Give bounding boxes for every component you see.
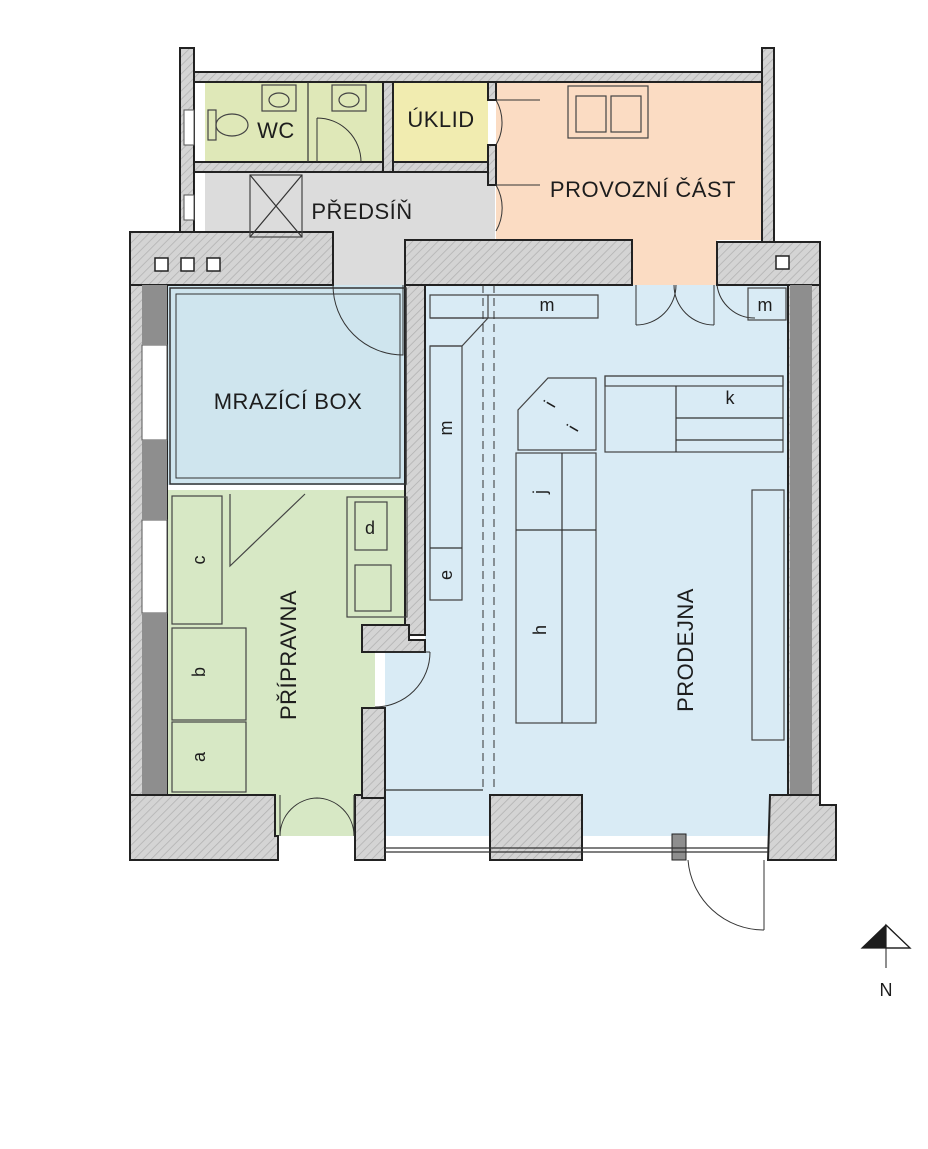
wall-bottom-right xyxy=(766,794,837,861)
door-pripravna-bottom xyxy=(279,795,355,837)
predsin-shaft xyxy=(249,174,303,238)
predsin-room-ext xyxy=(333,240,405,285)
label-c: c xyxy=(189,556,209,565)
wc-sink-2 xyxy=(338,92,360,108)
window-left-1 xyxy=(141,344,168,441)
mrazici-room xyxy=(167,285,409,485)
door-entrance xyxy=(687,859,765,931)
label-pripravna: PŘÍPRAVNA xyxy=(276,590,301,720)
island-jh xyxy=(515,452,597,724)
window-wc xyxy=(183,109,195,146)
kitchen-counter xyxy=(567,85,649,139)
wall-bottom-mid-left xyxy=(354,794,386,861)
fixture-d xyxy=(346,496,408,618)
vent-1 xyxy=(154,257,169,272)
label-mrazici: MRAZÍCÍ BOX xyxy=(214,389,363,414)
wall-bottom-center xyxy=(489,794,583,861)
display-k-inner xyxy=(604,375,784,387)
pillar-right xyxy=(790,285,812,795)
window-left-2 xyxy=(141,519,168,614)
wall-pripravna-corner xyxy=(361,624,426,653)
door-prodejna-double xyxy=(635,284,715,326)
door-uklid xyxy=(495,99,540,146)
counter-m-right xyxy=(747,287,787,321)
wall-uklid-prov xyxy=(487,81,497,101)
label-j: j xyxy=(530,490,550,495)
north-label: N xyxy=(880,980,893,1000)
label-prodejna: PRODEJNA xyxy=(673,588,698,712)
vent-2 xyxy=(180,257,195,272)
kitchen-sink-1 xyxy=(575,95,607,133)
kitchen-sink-2 xyxy=(610,95,642,133)
label-wc: WC xyxy=(257,118,295,143)
door-right-m xyxy=(716,284,756,319)
fixture-d-inner xyxy=(354,501,388,551)
label-d: d xyxy=(365,518,375,538)
wc-room xyxy=(205,82,383,162)
wall-wc-uklid xyxy=(382,81,394,173)
toilet-bowl xyxy=(215,113,249,137)
door-wc xyxy=(316,117,362,163)
shelf-right xyxy=(751,489,785,741)
wall-mrazici-inner-2 xyxy=(175,293,401,479)
wall-middle xyxy=(404,239,633,286)
counter-diag xyxy=(430,317,490,347)
label-k: k xyxy=(726,388,736,408)
post-bottom xyxy=(671,833,687,861)
vent-3 xyxy=(206,257,221,272)
door-mrazici xyxy=(332,284,404,356)
wall-pripravna-right xyxy=(361,707,386,799)
vent-4 xyxy=(775,255,790,270)
wc-sink-1 xyxy=(268,92,290,108)
wall-top xyxy=(193,71,773,83)
north-arrow-icon xyxy=(860,923,912,968)
label-m-top: m xyxy=(540,295,555,315)
label-predsin: PŘEDSÍŇ xyxy=(311,199,412,224)
display-i xyxy=(517,377,597,451)
label-uklid: ÚKLID xyxy=(407,107,474,132)
pillar-left-3 xyxy=(142,613,167,795)
wall-mrazici-inner xyxy=(169,287,407,485)
fixture-d-inner-2 xyxy=(354,564,392,612)
predsin-shaft-x xyxy=(249,174,303,238)
prodejna-room xyxy=(385,285,788,836)
wc-sink-2-box xyxy=(331,84,367,112)
label-m-right: m xyxy=(758,295,773,315)
label-m-left: m xyxy=(436,421,456,436)
wall-mrazici-right xyxy=(404,284,426,636)
label-a: a xyxy=(189,751,209,762)
fixture-a xyxy=(171,721,247,793)
wall-bottom-left xyxy=(129,794,279,861)
wall-predsin-bottom-left xyxy=(129,231,334,286)
wall-right-top xyxy=(716,241,821,286)
fixture-b xyxy=(171,627,247,721)
pillar-left-1 xyxy=(142,285,167,345)
fixture-diag xyxy=(229,493,306,568)
provozni-room-ext xyxy=(632,240,717,285)
label-e: e xyxy=(436,570,456,580)
door-pripravna-side xyxy=(374,651,431,708)
label-h: h xyxy=(530,625,550,635)
wall-wc-bottom xyxy=(193,161,385,173)
uklid-room xyxy=(393,82,488,162)
fixture-c xyxy=(171,495,223,625)
pillar-left-2 xyxy=(142,440,167,520)
wc-sink-1-box xyxy=(261,84,297,112)
window-predsin xyxy=(183,194,195,221)
pripravna-room xyxy=(167,490,409,836)
label-b: b xyxy=(189,667,209,677)
provozni-room xyxy=(496,82,761,240)
wall-uklid-bottom xyxy=(392,161,497,173)
predsin-room xyxy=(205,172,495,240)
wall-uklid-prov-2 xyxy=(487,144,497,186)
wall-top-right-stub xyxy=(761,47,775,243)
door-provozni xyxy=(495,184,540,232)
label-provozni: PROVOZNÍ ČÁST xyxy=(550,177,736,202)
